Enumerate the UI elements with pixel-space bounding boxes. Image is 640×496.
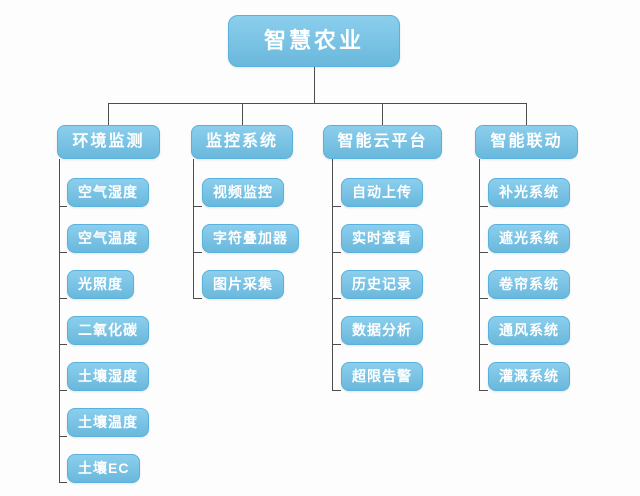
leaf-stub-line xyxy=(479,344,488,345)
node-env-monitoring: 环境监测 xyxy=(57,125,160,159)
node-cloud-platform: 智能云平台 xyxy=(323,125,442,159)
leaf-shading-system: 遮光系统 xyxy=(488,224,570,253)
leaf-stub-line xyxy=(332,252,341,253)
leaf-light-intensity: 光照度 xyxy=(67,270,134,299)
leaf-soil-ec: 土壤EC xyxy=(67,454,141,483)
leaf-stub-line xyxy=(59,482,67,483)
trunk-line xyxy=(193,159,194,299)
branch-drop-line xyxy=(382,103,383,125)
leaf-air-temperature: 空气温度 xyxy=(67,224,149,253)
leaf-stub-line xyxy=(479,206,488,207)
node-smart-linkage: 智能联动 xyxy=(475,125,578,159)
leaf-stub-line xyxy=(332,390,341,391)
branch-drop-line xyxy=(242,103,243,125)
leaf-light-supplement-system: 补光系统 xyxy=(488,178,570,207)
leaf-stub-line xyxy=(59,344,67,345)
leaf-ventilation-system: 通风系统 xyxy=(488,316,570,345)
leaf-realtime-view: 实时查看 xyxy=(341,224,423,253)
node-root: 智慧农业 xyxy=(228,15,400,67)
leaf-irrigation-system: 灌溉系统 xyxy=(488,362,570,391)
leaf-roller-blind-system: 卷帘系统 xyxy=(488,270,570,299)
trunk-line xyxy=(59,159,60,483)
leaf-soil-humidity: 土壤湿度 xyxy=(67,362,149,391)
leaf-stub-line xyxy=(193,206,202,207)
leaf-stub-line xyxy=(193,298,202,299)
leaf-data-analysis: 数据分析 xyxy=(341,316,423,345)
leaf-stub-line xyxy=(479,252,488,253)
trunk-line xyxy=(479,159,480,391)
leaf-character-overlay: 字符叠加器 xyxy=(202,224,299,253)
leaf-image-capture: 图片采集 xyxy=(202,270,284,299)
branch-drop-line xyxy=(526,103,527,125)
leaf-stub-line xyxy=(479,298,488,299)
leaf-auto-upload: 自动上传 xyxy=(341,178,423,207)
trunk-line xyxy=(332,159,333,391)
leaf-stub-line xyxy=(193,252,202,253)
leaf-stub-line xyxy=(59,298,67,299)
leaf-history-record: 历史记录 xyxy=(341,270,423,299)
leaf-stub-line xyxy=(59,206,67,207)
leaf-carbon-dioxide: 二氧化碳 xyxy=(67,316,149,345)
leaf-stub-line xyxy=(332,206,341,207)
leaf-air-humidity: 空气湿度 xyxy=(67,178,149,207)
leaf-stub-line xyxy=(479,390,488,391)
branch-rail-line xyxy=(108,103,527,104)
leaf-overlimit-alarm: 超限告警 xyxy=(341,362,423,391)
leaf-video-monitoring: 视频监控 xyxy=(202,178,284,207)
branch-drop-line xyxy=(108,103,109,125)
leaf-stub-line xyxy=(59,252,67,253)
node-monitoring-system: 监控系统 xyxy=(191,125,293,159)
root-stem-line xyxy=(314,67,315,103)
leaf-stub-line xyxy=(332,298,341,299)
leaf-soil-temperature: 土壤温度 xyxy=(67,408,149,437)
leaf-stub-line xyxy=(59,436,67,437)
leaf-stub-line xyxy=(59,390,67,391)
leaf-stub-line xyxy=(332,344,341,345)
